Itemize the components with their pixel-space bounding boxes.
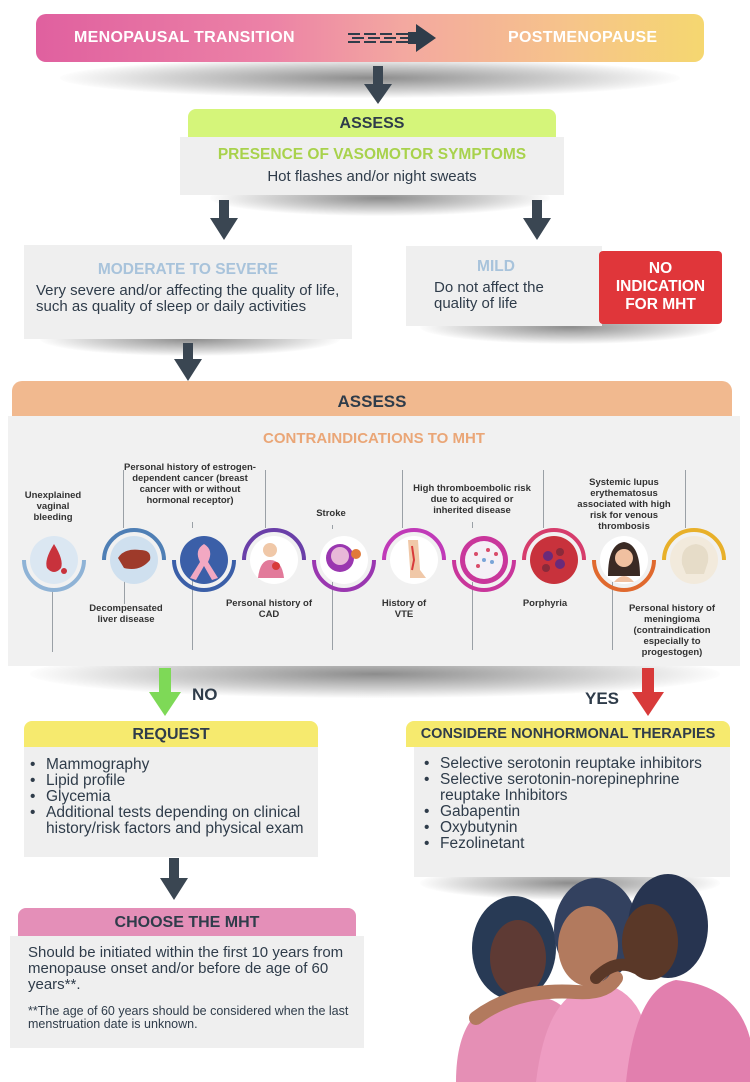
contra-label-8: Porphyria xyxy=(522,598,568,609)
down-arrow-icon xyxy=(174,343,202,381)
dashed-right-arrow-icon xyxy=(348,24,436,52)
no-indication-label: NO INDICATION FOR MHT xyxy=(615,260,706,313)
green-down-arrow-icon xyxy=(149,668,181,716)
skull-icon xyxy=(662,528,726,584)
contra-label-10: Personal history of meningioma (contrain… xyxy=(628,603,716,658)
contra-label-6: History of VTE xyxy=(381,598,427,620)
moderate-title: MODERATE TO SEVERE xyxy=(97,261,279,278)
pink-ribbon-icon xyxy=(172,536,236,592)
contra-label-1: Unexplained vaginal bleeding xyxy=(24,490,82,523)
request-list: Mammography Lipid profile Glycemia Addit… xyxy=(30,757,308,837)
contra-label-4: Personal history of CAD xyxy=(225,598,313,620)
moderate-severe-box: MODERATE TO SEVERE Very severe and/or af… xyxy=(24,245,352,339)
blood-drop-icon xyxy=(22,536,86,592)
mild-title: MILD xyxy=(477,258,515,275)
blood-cells-icon xyxy=(452,536,516,592)
contra-label-2: Decompensated liver disease xyxy=(89,603,163,625)
choose-box: Should be initiated within the first 10 … xyxy=(10,936,364,1048)
list-item: Selective serotonin-norepinephrine reupt… xyxy=(424,772,724,804)
leg-vein-icon xyxy=(382,528,446,584)
nonhormonal-box: Selective serotonin reuptake inhibitors … xyxy=(414,747,730,877)
moderate-text: Very severe and/or affecting the quality… xyxy=(36,282,340,315)
contraindication-icons xyxy=(22,528,726,592)
list-item: Lipid profile xyxy=(30,773,308,790)
contraindications-title: CONTRAINDICATIONS TO MHT xyxy=(263,430,485,447)
liver-icon xyxy=(102,528,166,584)
list-item: Mammography xyxy=(30,757,308,774)
vasomotor-title: PRESENCE OF VASOMOTOR SYMPTOMS xyxy=(217,146,527,163)
vasomotor-subtitle: Hot flashes and/or night sweats xyxy=(267,168,477,185)
down-arrow-icon xyxy=(523,200,551,240)
porphyria-cells-icon xyxy=(522,528,586,584)
banner-left-label: MENOPAUSAL TRANSITION xyxy=(74,29,295,46)
down-arrow-icon xyxy=(210,200,238,240)
contra-label-9: Systemic lupus erythematosus associated … xyxy=(577,477,671,532)
list-item: Glycemia xyxy=(30,789,308,806)
contra-label-3: Personal history of estrogen-dependent c… xyxy=(124,462,256,506)
nonhormonal-list: Selective serotonin reuptake inhibitors … xyxy=(424,756,724,853)
no-label: NO xyxy=(192,685,218,704)
list-item: Gabapentin xyxy=(424,804,724,821)
request-header: REQUEST xyxy=(24,721,318,747)
list-item: Selective serotonin reuptake inhibitors xyxy=(424,756,724,773)
nonhormonal-header: CONSIDERE NONHORMONAL THERAPIES xyxy=(406,721,730,747)
down-arrow-icon xyxy=(364,66,392,104)
down-arrow-icon xyxy=(160,858,188,900)
request-box: Mammography Lipid profile Glycemia Addit… xyxy=(24,747,318,857)
red-down-arrow-icon xyxy=(632,668,664,716)
mild-box: MILD Do not affect the quality of life xyxy=(406,246,602,326)
choose-header: CHOOSE THE MHT xyxy=(18,908,356,936)
yes-label: YES xyxy=(585,689,620,708)
mild-text: Do not affect the quality of life xyxy=(434,279,544,312)
heart-patient-icon xyxy=(242,528,306,584)
choose-text: Should be initiated within the first 10 … xyxy=(28,944,344,993)
vasomotor-box: PRESENCE OF VASOMOTOR SYMPTOMS Hot flash… xyxy=(180,137,564,195)
lupus-face-icon xyxy=(592,536,656,592)
choose-note: **The age of 60 years should be consider… xyxy=(28,1004,349,1031)
contra-label-7: High thromboembolic risk due to acquired… xyxy=(413,483,531,516)
three-women-illustration xyxy=(456,874,750,1082)
list-item: Fezolinetant xyxy=(424,836,724,853)
list-item: Additional tests depending on clinical h… xyxy=(30,805,308,837)
assess-header-2: ASSESS xyxy=(12,381,732,419)
top-banner: MENOPAUSAL TRANSITION POSTMENOPAUSE xyxy=(36,14,704,62)
no-indication-box: NO INDICATION FOR MHT xyxy=(599,251,722,324)
list-item: Oxybutynin xyxy=(424,820,724,837)
brain-icon xyxy=(312,536,376,592)
banner-right-label: POSTMENOPAUSE xyxy=(508,29,658,46)
contra-label-5: Stroke xyxy=(316,508,346,519)
assess-header-1: ASSESS xyxy=(188,109,556,137)
